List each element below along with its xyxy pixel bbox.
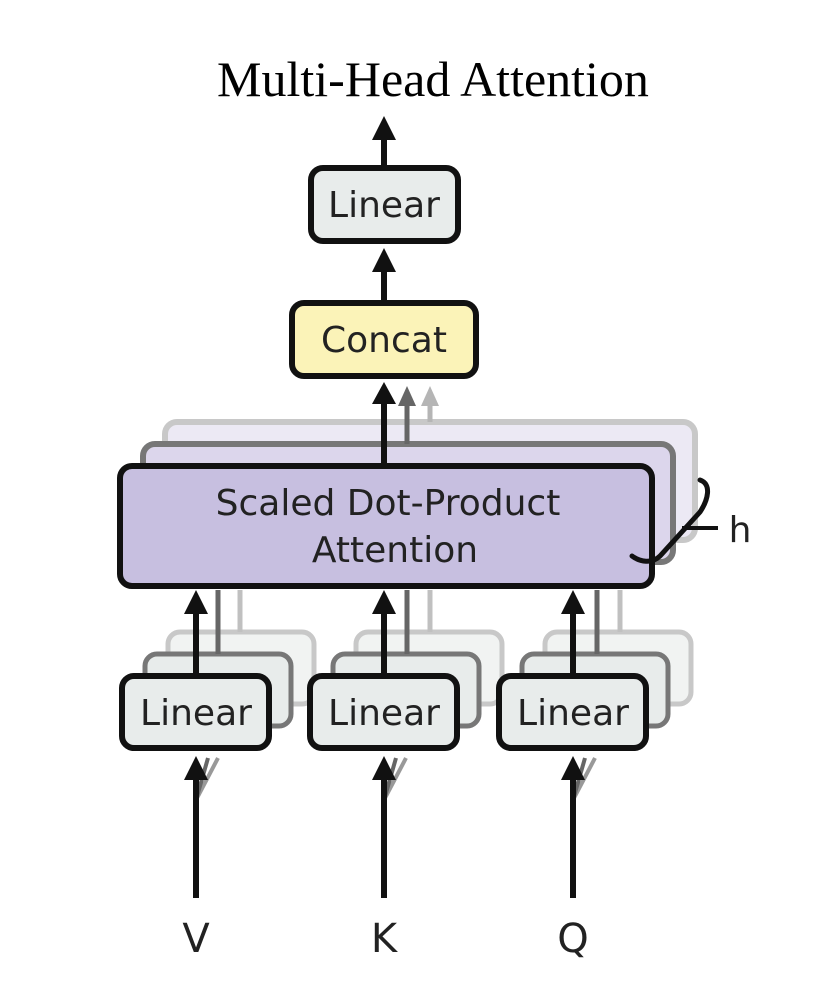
concat-block: Concat — [289, 300, 479, 379]
top-linear-label: Linear — [328, 185, 440, 226]
linear-q-stack: Linear — [496, 590, 694, 751]
input-label-k: K — [371, 916, 399, 962]
attention-label-line1: Scaled Dot-Product — [216, 483, 561, 524]
input-arrow-k — [372, 756, 408, 898]
top-linear-block: Linear — [308, 165, 461, 244]
input-arrow-v — [184, 756, 220, 898]
input-label-q: Q — [557, 916, 588, 962]
attention-label-line2: Attention — [312, 530, 478, 571]
heads-label: h — [729, 510, 752, 551]
linear-q-label: Linear — [517, 693, 629, 734]
input-arrow-q — [561, 756, 597, 898]
attention-to-concat-arrows — [372, 382, 439, 466]
output-arrow — [372, 116, 396, 168]
input-label-v: V — [182, 916, 210, 962]
linear-k-label: Linear — [328, 693, 440, 734]
linear-v-stack: Linear — [119, 590, 317, 751]
scaled-dot-product-attention-block: Scaled Dot-Product Attention — [117, 463, 655, 589]
diagram-title: Multi-Head Attention — [217, 51, 649, 107]
concat-to-linear-arrow — [372, 248, 396, 303]
linear-k-stack: Linear — [307, 590, 505, 751]
linear-v-label: Linear — [140, 693, 252, 734]
concat-label: Concat — [321, 320, 447, 361]
heads-brace: h — [629, 477, 752, 564]
